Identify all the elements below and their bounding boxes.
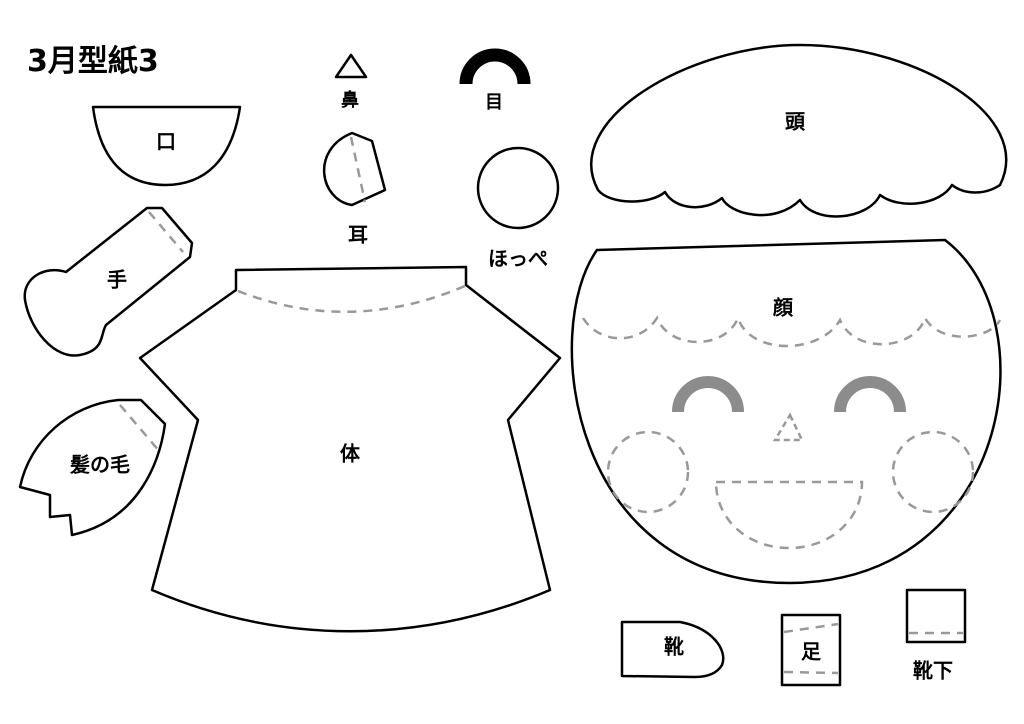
hand-label: 手 — [107, 268, 127, 292]
hand-piece: 手 — [23, 206, 194, 357]
head-label: 頭 — [785, 110, 806, 134]
foot-label: 足 — [801, 640, 822, 664]
right-eye-guide — [834, 376, 906, 413]
body-label: 体 — [340, 442, 361, 466]
sock-label: 靴下 — [913, 659, 953, 683]
face-piece: 顔 — [570, 238, 1002, 585]
nose-label: 鼻 — [341, 89, 359, 111]
mouth-piece: 口 — [91, 105, 242, 187]
left-eye-guide — [672, 376, 744, 413]
body-piece: 体 — [138, 265, 562, 633]
eye-label: 目 — [485, 92, 503, 113]
mouth-label: 口 — [156, 130, 176, 154]
cheek-label: ほっぺ — [488, 247, 548, 271]
hair-piece: 髪の毛 — [18, 398, 167, 537]
shoe-label: 靴 — [664, 635, 684, 659]
sock-piece: 靴下 — [905, 588, 967, 683]
page-title: 3月型紙3 — [27, 44, 159, 79]
ear-piece: 耳 — [323, 131, 387, 247]
head-piece: 頭 — [590, 43, 1008, 218]
eye-piece: 目 — [459, 48, 531, 113]
nose-piece: 鼻 — [334, 53, 368, 111]
hair-label: 髪の毛 — [69, 453, 130, 477]
face-label: 顔 — [772, 296, 794, 320]
cheek-piece: ほっぺ — [476, 146, 560, 271]
shoe-piece: 靴 — [620, 620, 725, 679]
foot-piece: 足 — [780, 613, 842, 687]
ear-label: 耳 — [348, 223, 368, 247]
